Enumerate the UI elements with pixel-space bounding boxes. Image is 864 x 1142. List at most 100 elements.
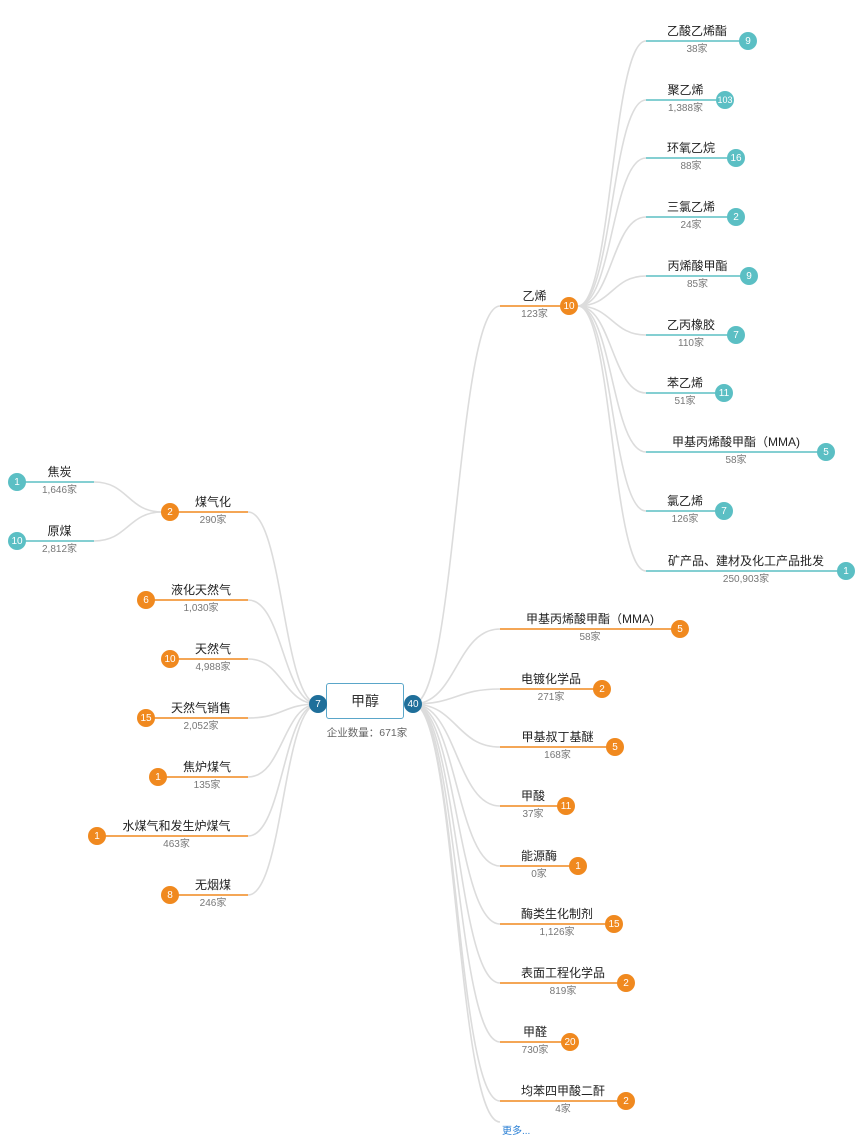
node-coal-gas-child-1-label[interactable]: 焦炭: [47, 465, 72, 479]
node-right-6-badge[interactable]: 15: [605, 915, 623, 933]
node-ethylene-child-7-count: 51家: [674, 396, 696, 407]
node-left-2-label[interactable]: 天然气: [194, 642, 231, 656]
link-center-right: [412, 703, 501, 1043]
node-right-6-label[interactable]: 酶类生化制剂: [520, 907, 593, 921]
node-ethylene-child-1-badge[interactable]: 9: [739, 32, 757, 50]
node-ethylene-child-3-badge[interactable]: 16: [727, 149, 745, 167]
node-ethylene-child-5-badge[interactable]: 9: [740, 267, 758, 285]
node-ethylene-label[interactable]: 乙烯: [522, 289, 547, 303]
node-ethylene-child-8-badge[interactable]: 5: [817, 443, 835, 461]
center-company-count: 企业数量：671家: [300, 725, 434, 740]
node-right-5-label[interactable]: 能源酶: [520, 849, 557, 863]
link-center-left: [247, 703, 319, 896]
node-ethylene-child-7-label[interactable]: 苯乙烯: [666, 376, 703, 390]
node-right-9-label[interactable]: 均苯四甲酸二酐: [520, 1084, 605, 1098]
node-right-9-count: 4家: [555, 1104, 571, 1115]
node-left-1-badge[interactable]: 6: [137, 591, 155, 609]
link-ethylene-child: [577, 157, 647, 307]
node-left-3-label[interactable]: 天然气销售: [170, 701, 231, 715]
link-center-right: [412, 703, 501, 984]
node-ethylene-child-5-label[interactable]: 丙烯酸甲酯: [667, 259, 728, 273]
node-right-2-badge[interactable]: 2: [593, 680, 611, 698]
node-ethylene-child-8-count: 58家: [725, 455, 747, 466]
node-coal-gas-child-2-count: 2,812家: [41, 544, 78, 555]
node-coal-gas-label[interactable]: 煤气化: [194, 495, 231, 509]
node-ethylene-child-9-label[interactable]: 氯乙烯: [666, 494, 703, 508]
link-ethylene-child: [577, 305, 647, 512]
node-ethylene-child-10-label[interactable]: 矿产品、建材及化工产品批发: [667, 554, 824, 568]
node-coal-gas-child-1-badge[interactable]: 1: [8, 473, 26, 491]
node-left-6-count: 246家: [199, 898, 227, 909]
node-ethylene-child-8-label[interactable]: 甲基丙烯酸甲酯（MMA): [672, 435, 800, 449]
link-center-right: [412, 703, 501, 748]
node-left-6-label[interactable]: 无烟煤: [194, 878, 231, 892]
link-center-more: [412, 703, 501, 1123]
node-right-3-badge[interactable]: 5: [606, 738, 624, 756]
node-right-1-count: 58家: [579, 632, 601, 643]
node-ethylene-child-1-count: 38家: [686, 44, 708, 55]
node-left-5-count: 463家: [163, 839, 190, 850]
node-right-4-badge[interactable]: 11: [557, 797, 575, 815]
node-right-3-count: 168家: [544, 750, 571, 761]
link-ethylene-child: [577, 275, 647, 307]
node-right-8-badge[interactable]: 20: [561, 1033, 579, 1051]
node-right-7-count: 819家: [549, 986, 577, 997]
node-right-2-count: 271家: [537, 692, 565, 703]
node-right-2-label[interactable]: 电镀化学品: [520, 672, 581, 686]
center-right-count-badge[interactable]: 40: [404, 695, 422, 713]
center-company-value: 671家: [379, 727, 408, 739]
node-left-1-label[interactable]: 液化天然气: [170, 583, 231, 597]
node-left-3-badge[interactable]: 15: [137, 709, 155, 727]
node-right-8-label[interactable]: 甲醛: [522, 1025, 547, 1039]
node-coal-gas-count: 290家: [199, 515, 227, 526]
link-ethylene-child: [577, 216, 647, 307]
node-right-1-label[interactable]: 甲基丙烯酸甲酯（MMA): [526, 612, 654, 626]
node-right-4-label[interactable]: 甲酸: [520, 789, 545, 803]
center-node[interactable]: 甲醇: [326, 683, 404, 719]
center-left-count-badge[interactable]: 7: [309, 695, 327, 713]
node-right-5-badge[interactable]: 1: [569, 857, 587, 875]
node-ethylene-child-2-label[interactable]: 聚乙烯: [667, 83, 704, 97]
node-ethylene-child-4-count: 24家: [680, 220, 702, 231]
node-ethylene-child-6-count: 110家: [678, 338, 704, 349]
center-company-label: 企业数量：: [326, 727, 380, 739]
node-ethylene-child-2-badge[interactable]: 103: [716, 91, 734, 109]
node-right-7-badge[interactable]: 2: [617, 974, 635, 992]
node-ethylene-child-6-badge[interactable]: 7: [727, 326, 745, 344]
node-left-5-badge[interactable]: 1: [88, 827, 106, 845]
node-ethylene-child-6-label[interactable]: 乙丙橡胶: [666, 318, 715, 332]
node-left-5-label[interactable]: 水煤气和发生炉煤气: [122, 819, 231, 833]
node-right-8-count: 730家: [521, 1045, 549, 1056]
node-left-4-label[interactable]: 焦炉煤气: [182, 760, 231, 774]
node-right-9-badge[interactable]: 2: [617, 1092, 635, 1110]
node-coal-gas-child-2-label[interactable]: 原煤: [47, 524, 72, 538]
node-left-2-badge[interactable]: 10: [161, 650, 179, 668]
link-ethylene-child: [577, 305, 647, 336]
node-right-1-badge[interactable]: 5: [671, 620, 689, 638]
node-ethylene-child-5-count: 85家: [686, 279, 709, 290]
link-center-coal-gas: [247, 511, 319, 705]
link-center-left: [247, 658, 319, 705]
node-ethylene-child-4-badge[interactable]: 2: [727, 208, 745, 226]
node-right-5-count: 0家: [531, 869, 547, 880]
node-right-3-label[interactable]: 甲基叔丁基醚: [521, 730, 594, 744]
node-ethylene-child-4-label[interactable]: 三氯乙烯: [666, 200, 715, 214]
link-center-right: [412, 703, 501, 807]
node-coal-gas-child-2-badge[interactable]: 10: [8, 532, 26, 550]
node-coal-gas-badge[interactable]: 2: [161, 503, 179, 521]
node-ethylene-child-3-label[interactable]: 环氧乙烷: [666, 141, 715, 155]
more-link[interactable]: 更多...: [502, 1126, 531, 1137]
node-ethylene-child-10-badge[interactable]: 1: [837, 562, 855, 580]
node-ethylene-badge[interactable]: 10: [560, 297, 578, 315]
node-left-6-badge[interactable]: 8: [161, 886, 179, 904]
link-coal-gas-child: [93, 481, 163, 513]
node-ethylene-child-7-badge[interactable]: 11: [715, 384, 733, 402]
node-ethylene-child-9-badge[interactable]: 7: [715, 502, 733, 520]
link-center-right: [412, 703, 501, 1102]
node-left-4-badge[interactable]: 1: [149, 768, 167, 786]
node-ethylene-child-1-label[interactable]: 乙酸乙烯酯: [666, 24, 727, 38]
node-left-2-count: 4,988家: [195, 662, 231, 673]
node-right-7-label[interactable]: 表面工程化学品: [520, 966, 605, 980]
